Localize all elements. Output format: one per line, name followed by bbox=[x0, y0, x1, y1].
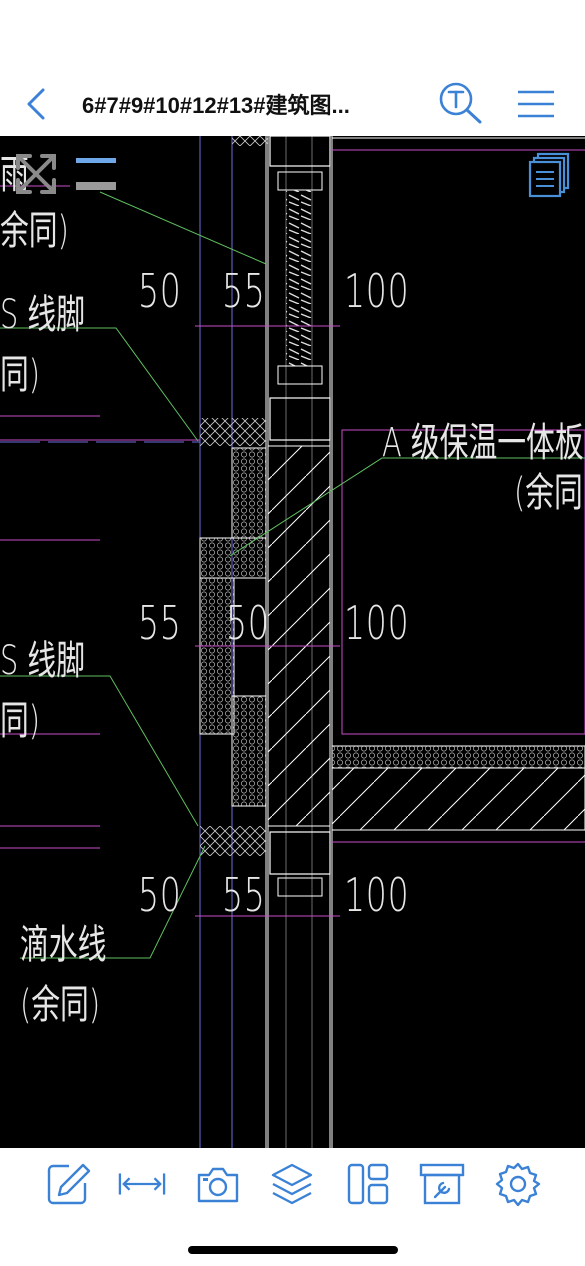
annotation-text: S 线脚 bbox=[0, 638, 86, 684]
annotation-text: A 级保温一体板 bbox=[382, 420, 584, 466]
annotation-text: 同) bbox=[0, 352, 41, 398]
edit-icon bbox=[47, 1163, 91, 1205]
menu-button[interactable] bbox=[514, 86, 558, 122]
measure-button[interactable] bbox=[118, 1160, 166, 1208]
dimension-label: 50 bbox=[138, 868, 182, 922]
cad-drawing bbox=[0, 136, 585, 1148]
document-pages-icon bbox=[528, 152, 570, 198]
edit-button[interactable] bbox=[44, 1160, 92, 1208]
bottom-toolbar bbox=[0, 1148, 585, 1266]
annotation-text: 余同) bbox=[0, 208, 69, 254]
annotation-text: (余同 bbox=[514, 470, 583, 516]
expand-button[interactable] bbox=[14, 152, 58, 196]
hamburger-menu-icon bbox=[518, 90, 554, 118]
settings-button[interactable] bbox=[494, 1160, 542, 1208]
text-search-button[interactable] bbox=[436, 80, 486, 126]
layout-panels-button[interactable] bbox=[344, 1160, 392, 1208]
layers-icon bbox=[271, 1163, 313, 1205]
top-navigation-bar: 6#7#9#10#12#13#建筑图... bbox=[0, 0, 585, 136]
layers-button[interactable] bbox=[268, 1160, 316, 1208]
drawing-canvas[interactable]: 50 55 100 55 50 100 50 55 100 雨 余同) S 线脚… bbox=[0, 136, 585, 1148]
annotation-text: (余同) bbox=[20, 982, 101, 1028]
annotation-text: 同) bbox=[0, 698, 41, 744]
layout-toggle-button[interactable] bbox=[74, 156, 118, 192]
tools-box-icon bbox=[419, 1163, 465, 1205]
tools-box-button[interactable] bbox=[418, 1160, 466, 1208]
dimension-label: 55 bbox=[222, 264, 266, 318]
dimension-label: 100 bbox=[344, 596, 410, 650]
dimension-label: 55 bbox=[222, 868, 266, 922]
camera-button[interactable] bbox=[194, 1160, 242, 1208]
measure-icon bbox=[118, 1173, 166, 1195]
annotation-text: 滴水线 bbox=[20, 922, 107, 968]
dimension-label: 55 bbox=[138, 596, 182, 650]
document-title: 6#7#9#10#12#13#建筑图... bbox=[82, 93, 350, 118]
settings-gear-icon bbox=[495, 1162, 541, 1207]
text-search-icon bbox=[439, 82, 482, 124]
home-indicator[interactable] bbox=[188, 1246, 398, 1254]
back-button[interactable] bbox=[18, 84, 54, 124]
document-pages-button[interactable] bbox=[526, 152, 572, 198]
dimension-label: 50 bbox=[226, 596, 270, 650]
annotation-text: S 线脚 bbox=[0, 292, 86, 338]
camera-icon bbox=[197, 1167, 239, 1203]
layout-toggle-icon bbox=[76, 158, 116, 190]
dimension-label: 100 bbox=[344, 868, 410, 922]
layout-panels-icon bbox=[347, 1163, 389, 1205]
dimension-label: 100 bbox=[344, 264, 410, 318]
dimension-label: 50 bbox=[138, 264, 182, 318]
expand-arrows-icon bbox=[16, 154, 56, 194]
chevron-left-icon bbox=[27, 88, 45, 120]
